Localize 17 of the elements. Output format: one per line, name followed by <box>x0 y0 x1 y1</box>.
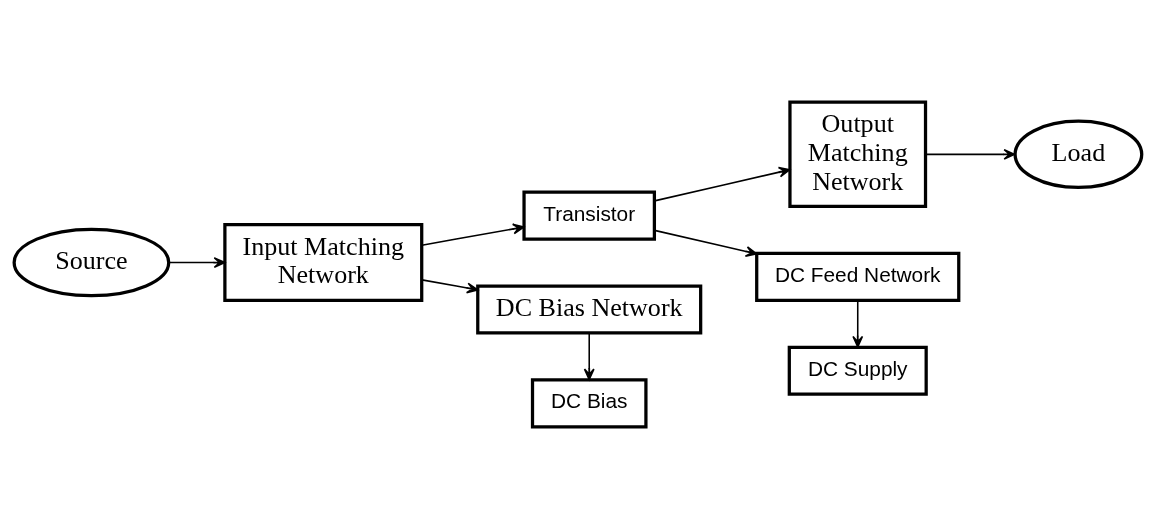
node-box: Transistor <box>522 190 656 241</box>
arrow <box>583 332 595 381</box>
arrow <box>653 166 791 202</box>
arrow <box>924 148 1016 160</box>
node-box: Input Matching Network <box>223 223 424 302</box>
node-box: DC Bias <box>530 378 648 429</box>
node-box: Output Matching Network <box>788 100 928 209</box>
node-box: DC Bias Network <box>476 284 703 335</box>
node-box: DC Feed Network <box>755 251 961 302</box>
node-ellipse: Load <box>1013 119 1144 190</box>
node-box: DC Supply <box>787 345 928 396</box>
arrow <box>653 229 758 257</box>
arrow <box>421 223 525 246</box>
arrow <box>852 299 864 348</box>
node-ellipse: Source <box>12 227 171 298</box>
arrow <box>168 257 226 268</box>
arrow <box>421 279 479 294</box>
